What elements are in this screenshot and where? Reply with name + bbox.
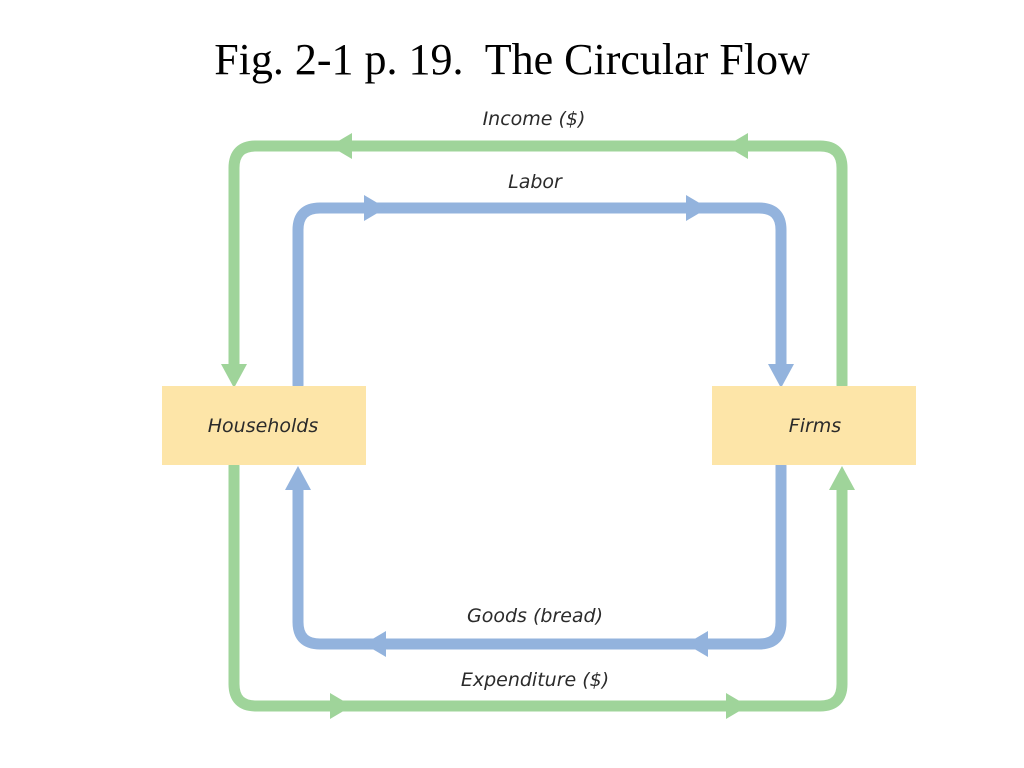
income-arrow-left-icon xyxy=(330,133,352,159)
income-label: Income ($) xyxy=(483,108,586,130)
expenditure-label: Expenditure ($) xyxy=(461,669,609,691)
labor-flow-line xyxy=(292,202,787,391)
firms-label: Firms xyxy=(789,415,842,437)
labor-label: Labor xyxy=(508,171,563,193)
goods-arrow-up-icon xyxy=(285,466,311,490)
households-label: Households xyxy=(208,415,319,437)
labor-arrow-right-icon xyxy=(686,195,708,221)
goods-arrow-left-icon xyxy=(364,631,386,657)
households-box xyxy=(162,386,366,465)
labor-arrow-right-icon xyxy=(364,195,386,221)
goods-flow-line xyxy=(292,460,787,650)
income-arrow-left-icon xyxy=(726,133,748,159)
expenditure-arrow-right-icon xyxy=(726,693,748,719)
income-arrow-down-icon xyxy=(221,364,247,388)
slide-title: Fig. 2-1 p. 19. The Circular Flow xyxy=(214,35,810,84)
firms-node: Firms xyxy=(712,386,916,465)
expenditure-flow-line xyxy=(228,460,848,712)
households-node: Households xyxy=(162,386,366,465)
goods-label: Goods (bread) xyxy=(467,605,603,627)
expenditure-arrow-up-icon xyxy=(829,466,855,490)
labor-arrow-down-icon xyxy=(768,364,794,388)
goods-arrow-left-icon xyxy=(686,631,708,657)
expenditure-arrow-right-icon xyxy=(330,693,352,719)
income-flow-line xyxy=(228,140,848,391)
firms-box xyxy=(712,386,916,465)
